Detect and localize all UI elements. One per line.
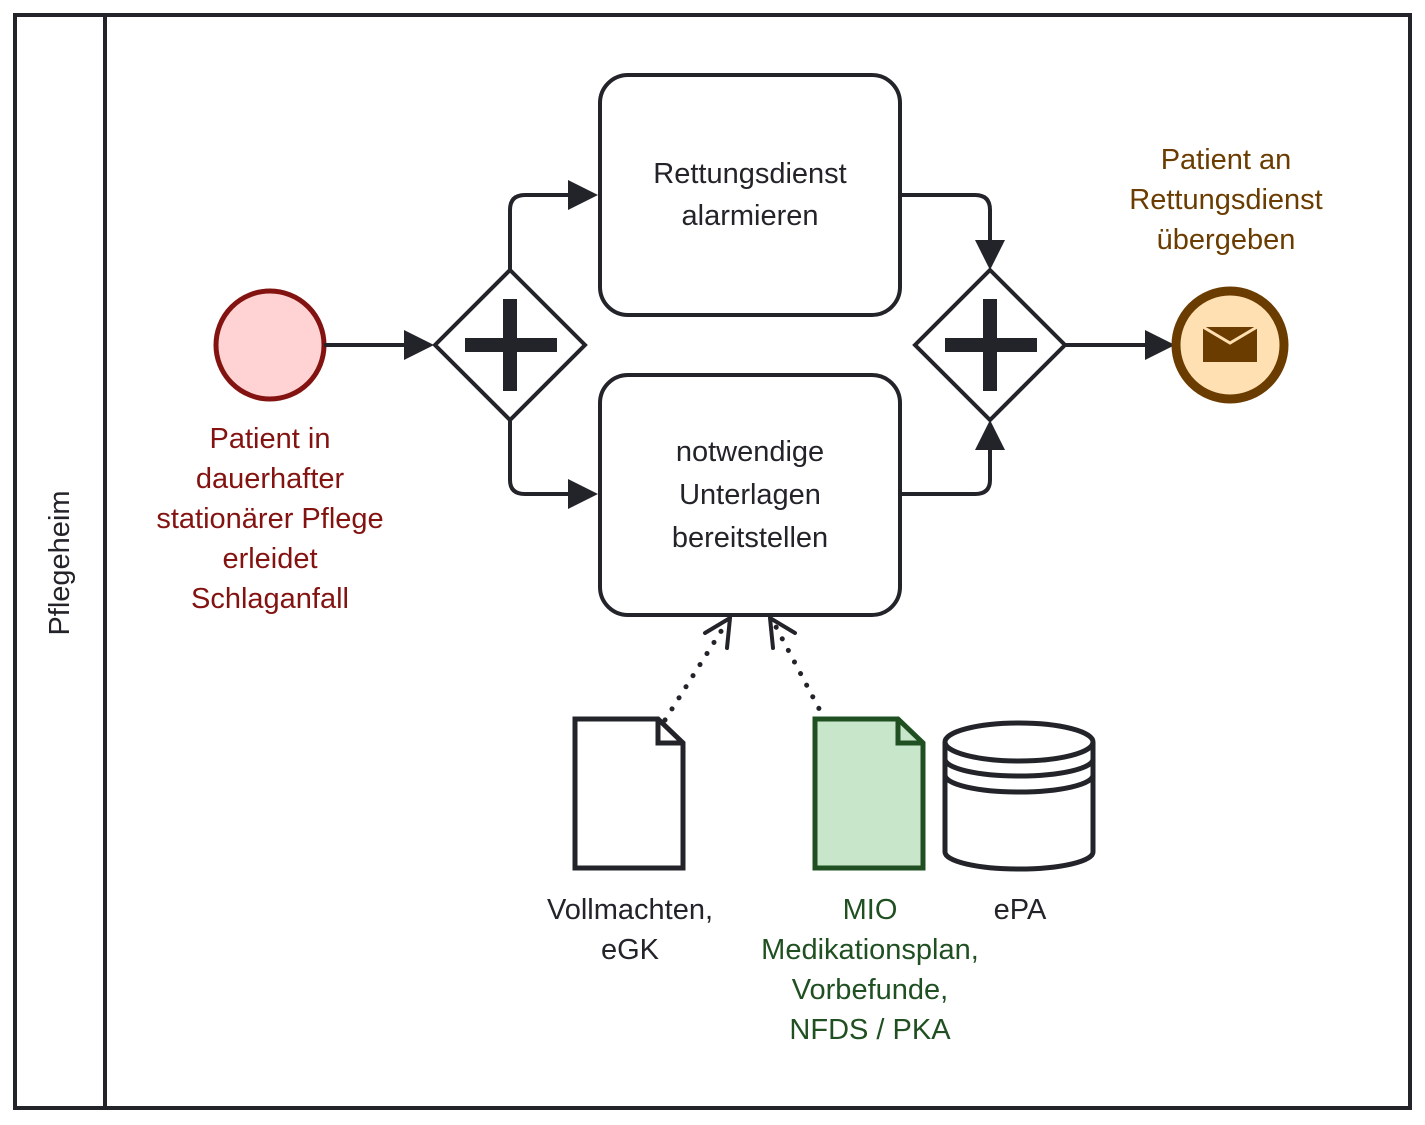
data-object-mio-label: MIO Medikationsplan, Vorbefunde, NFDS / … [761, 894, 979, 1046]
start-event[interactable] [213, 288, 327, 402]
parallel-gateway-join[interactable] [912, 267, 1068, 423]
data-object-vollmachten[interactable] [572, 716, 686, 871]
data-object-vollmachten-label: Vollmachten, eGK [546, 894, 714, 966]
arrowhead [568, 479, 598, 509]
data-store-epa-label: ePA [993, 894, 1047, 926]
task-1-label: Rettungsdienst alarmieren [653, 158, 847, 232]
end-event-label: Patient an Rettungsdienst übergeben [1129, 144, 1323, 256]
data-store-epa[interactable] [942, 720, 1096, 872]
data-association-mio [772, 622, 828, 723]
task-2-label: notwendige Unterlagen bereitstellen [671, 436, 829, 554]
sequence-flow-task1-to-join [900, 193, 992, 255]
arrowhead [1145, 330, 1175, 360]
arrowhead [404, 330, 434, 360]
data-association-vollmachten [662, 622, 728, 723]
sequence-flow-split-to-task1 [508, 193, 580, 270]
data-object-mio[interactable] [812, 716, 926, 871]
arrowhead [975, 420, 1005, 450]
start-event-label: Patient in dauerhafter stationärer Pfleg… [156, 423, 384, 615]
sequence-flow-split-to-task2 [508, 420, 580, 496]
lane-label: Pflegeheim [44, 490, 76, 636]
parallel-gateway-split[interactable] [432, 267, 588, 423]
envelope-icon [1202, 325, 1258, 362]
arrowhead [568, 180, 598, 210]
arrowhead-open [767, 614, 797, 650]
arrowhead [975, 240, 1005, 270]
pool-border [13, 13, 1412, 1110]
arrowhead-open [703, 614, 733, 650]
sequence-flow-task2-to-join [900, 435, 992, 496]
